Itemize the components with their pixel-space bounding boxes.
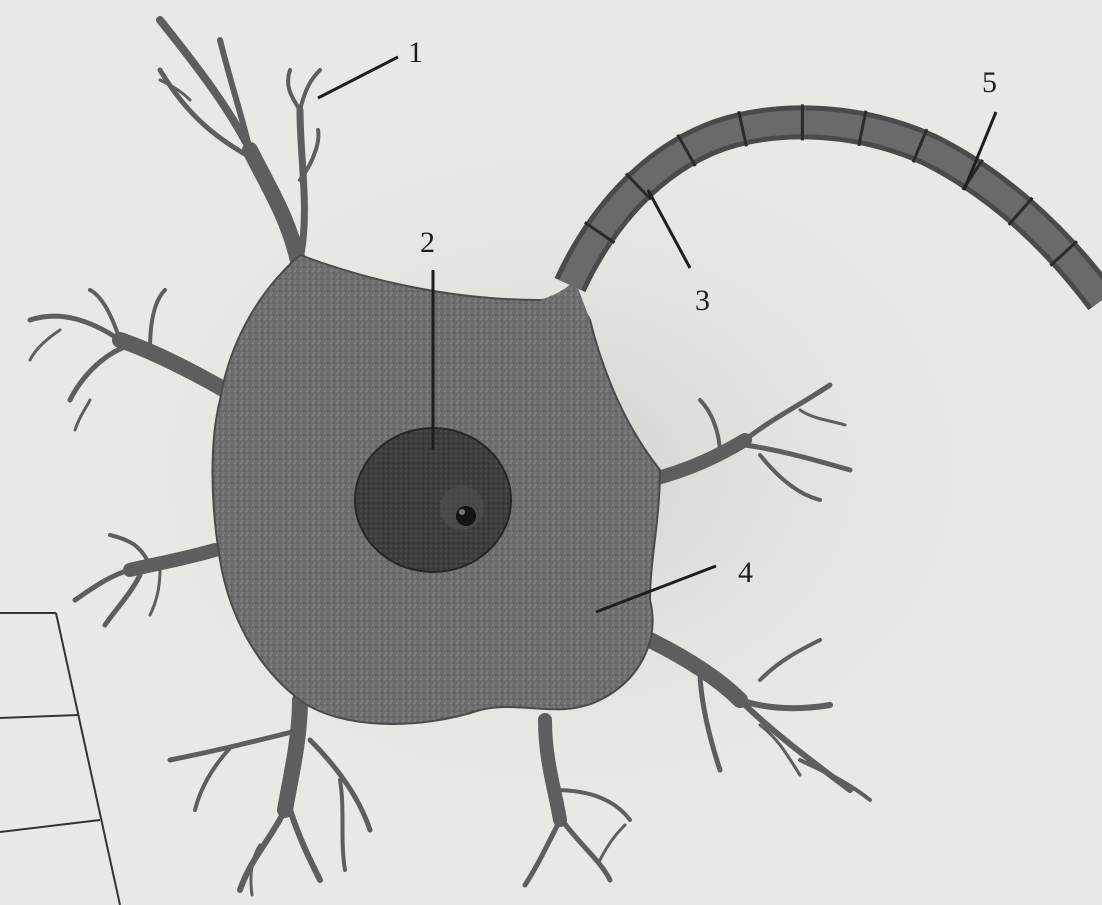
label-4: 4 xyxy=(738,556,753,589)
nucleolus xyxy=(456,506,476,526)
label-5: 5 xyxy=(982,66,997,99)
label-2: 2 xyxy=(420,226,435,259)
label-1: 1 xyxy=(408,36,423,69)
nucleolus-highlight xyxy=(459,509,465,515)
label-3: 3 xyxy=(695,284,710,317)
